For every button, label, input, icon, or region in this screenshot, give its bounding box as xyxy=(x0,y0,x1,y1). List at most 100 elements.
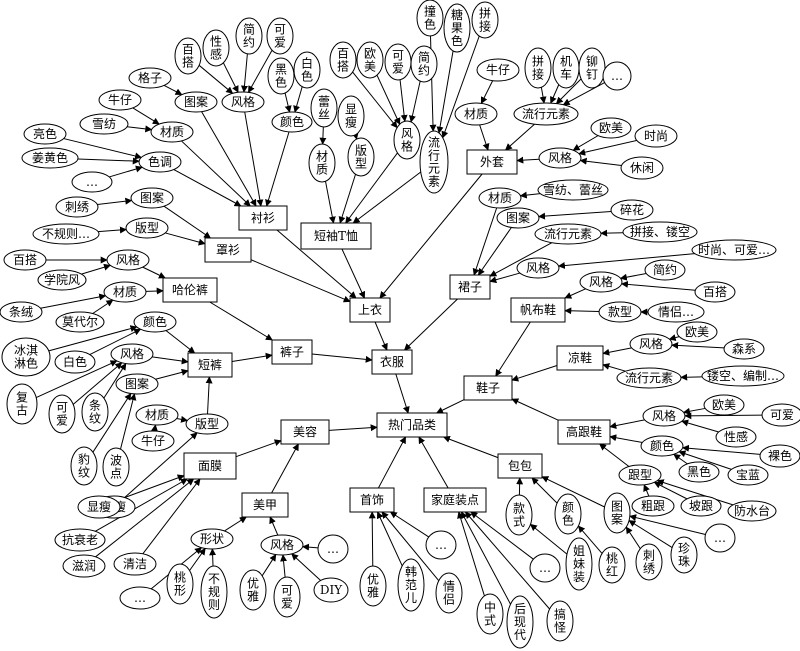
node-qz_tuan: 图案 xyxy=(496,207,540,229)
node-shape-cs_yanse xyxy=(271,111,313,133)
edge-ss_youya-to-shoushi xyxy=(368,511,376,567)
node-meijia: 美甲 xyxy=(241,492,289,518)
edge-mj_diy-to-mj_fengge xyxy=(291,553,321,581)
node-label-mj_dots1: … xyxy=(327,542,339,556)
edge-qz_xuefang-to-qz_caizhi xyxy=(519,191,541,199)
node-gg_oumei: 欧美 xyxy=(703,394,745,416)
node-label-ss_dots: … xyxy=(435,538,447,552)
node-shape-cs_niuzai xyxy=(98,89,142,111)
node-shape-hl_xueyuan xyxy=(37,269,87,291)
node-label-qz_suihua: 碎花 xyxy=(620,202,644,217)
node-label-fb_qinglv: 情侣… xyxy=(658,304,694,319)
node-cs_xuefang: 雪纺 xyxy=(79,113,129,135)
node-label-dk_fugu: 复古 xyxy=(16,391,28,418)
node-shangyi: 上衣 xyxy=(349,297,391,323)
node-shape-waitao xyxy=(466,149,518,175)
node-jt_houxiandai: 后现代 xyxy=(506,595,534,649)
edge-dx_tangguo-to-dx_liuxing xyxy=(436,50,454,134)
node-dk_baise: 白色 xyxy=(54,350,96,374)
node-label-bb_cixiu: 刺绣 xyxy=(643,549,655,576)
node-label-zs_banxing: 版型 xyxy=(135,221,159,235)
node-jt_gaoguai: 搞怪 xyxy=(546,600,574,642)
node-label-cs_niuzai: 牛仔 xyxy=(108,92,132,107)
node-label-dk_niuzai: 牛仔 xyxy=(141,433,165,448)
edge-ss_hanfan-to-shoushi xyxy=(376,511,403,567)
node-label-kuzi: 裤子 xyxy=(280,345,304,359)
edge-gg_cugen-to-gg_genxing xyxy=(643,484,650,497)
node-gaogen: 高跟鞋 xyxy=(557,419,611,445)
edge-dk_caizhi-to-dk_banxing xyxy=(176,415,189,423)
node-cs_niuzai: 牛仔 xyxy=(98,89,142,111)
node-shape-mj_buguize xyxy=(200,565,228,619)
edge-dk_bingqilin-to-dk_yanse xyxy=(48,325,138,352)
node-label-qunzi: 裙子 xyxy=(458,280,482,294)
node-label-cs_liangse: 亮色 xyxy=(33,126,57,141)
node-shape-root xyxy=(376,412,448,438)
node-bb_zimeizhuang: 姐妹装 xyxy=(565,537,593,591)
node-zs_buguize: 不规则… xyxy=(32,223,100,245)
node-shape-bb_zimeizhuang xyxy=(565,537,593,591)
edge-shoushi-to-root xyxy=(377,436,407,489)
node-shape-dx_pinjie xyxy=(471,1,499,39)
edge-dx_baida-to-dx_fengge xyxy=(352,71,398,129)
node-dk_yanse: 颜色 xyxy=(133,311,177,333)
node-label-dx_pinjie: 拼接 xyxy=(479,7,491,34)
node-gg_genxing: 跟型 xyxy=(618,464,662,486)
node-shape-wt_xiuxian xyxy=(620,156,664,180)
edge-meijia-to-meirong xyxy=(271,443,299,494)
node-label-hl_tiaorong: 条绒 xyxy=(9,305,33,319)
edge-cs_niuzai-to-cs_caizhi xyxy=(132,107,160,125)
edge-zs_banxing-to-zhaoshan xyxy=(165,232,206,246)
edge-zs_cixiu-to-zs_tuan xyxy=(97,197,133,206)
node-shape-dk_tiaowen xyxy=(81,392,109,432)
edge-dk_bodian-to-dk_tuan xyxy=(120,393,137,450)
node-dk_niuzai: 牛仔 xyxy=(131,430,175,452)
node-liangxie: 凉鞋 xyxy=(556,345,604,371)
node-cs_sediao: 色调 xyxy=(138,151,182,173)
node-shape-gg_pogen xyxy=(680,495,722,517)
node-label-dk_caizhi: 材质 xyxy=(145,408,169,422)
node-shape-fb_kuanxing xyxy=(598,301,642,323)
node-label-bb_tuan: 图案 xyxy=(611,500,623,527)
node-wt_xiuxian: 休闲 xyxy=(620,156,664,180)
node-label-hl_xueyuan: 学院风 xyxy=(44,272,80,287)
node-label-wt_maoding: 铆钉 xyxy=(586,54,598,82)
node-gg_luose: 裸色 xyxy=(759,444,800,468)
node-shape-qz_pinjie xyxy=(622,221,698,243)
edge-cs_fengge-to-chenshan xyxy=(244,111,264,207)
edge-dk_xianshou-to-dk_banxing xyxy=(124,432,198,498)
node-label-zhaoshan: 罩衫 xyxy=(216,243,240,257)
node-shape-lx_fengge xyxy=(629,333,673,355)
edge-cs_baida-to-cs_fengge xyxy=(198,64,234,94)
edge-cs_dots-to-cs_sediao xyxy=(109,165,143,178)
node-label-wt_jiche: 机车 xyxy=(560,55,572,82)
node-shape-lx_oumei xyxy=(676,321,718,343)
node-shape-wt_caizhi xyxy=(454,102,498,126)
node-shape-qz_shishang xyxy=(691,239,777,261)
edge-duanxiu-to-shangyi xyxy=(341,248,366,299)
node-shape-qz_fengge xyxy=(516,257,560,279)
node-shape-cs_sediao xyxy=(138,151,182,173)
node-dk_caizhi: 材质 xyxy=(135,404,179,426)
node-label-dk_bodian: 波点 xyxy=(110,454,122,481)
node-label-zs_tuan: 图案 xyxy=(140,190,164,205)
node-label-gg_fangshuitai: 防水台 xyxy=(734,503,770,518)
node-shape-baobao xyxy=(497,453,543,479)
node-mj_dots2: … xyxy=(119,586,161,610)
node-label-duanku: 短裤 xyxy=(198,358,222,372)
node-fb_kuanxing: 款型 xyxy=(598,301,642,323)
node-label-qz_tuan: 图案 xyxy=(506,210,530,225)
edge-cs_xuefang-to-cs_caizhi xyxy=(127,125,153,133)
node-label-dk_yanse: 颜色 xyxy=(143,314,167,329)
node-kuzi: 裤子 xyxy=(271,339,313,365)
node-shape-dk_caizhi xyxy=(135,404,179,426)
edge-cs_jianyue-to-cs_fengge xyxy=(240,53,248,93)
edge-dk_baise-to-dk_yanse xyxy=(89,328,142,356)
node-label-baobao: 包包 xyxy=(508,459,532,473)
node-label-zs_cixiu: 刺绣 xyxy=(65,200,89,214)
node-label-gg_xinggan: 性感 xyxy=(724,429,748,444)
node-fanbu: 帆布鞋 xyxy=(510,297,566,323)
edge-fb_kuanxing-to-fanbu xyxy=(564,307,600,315)
